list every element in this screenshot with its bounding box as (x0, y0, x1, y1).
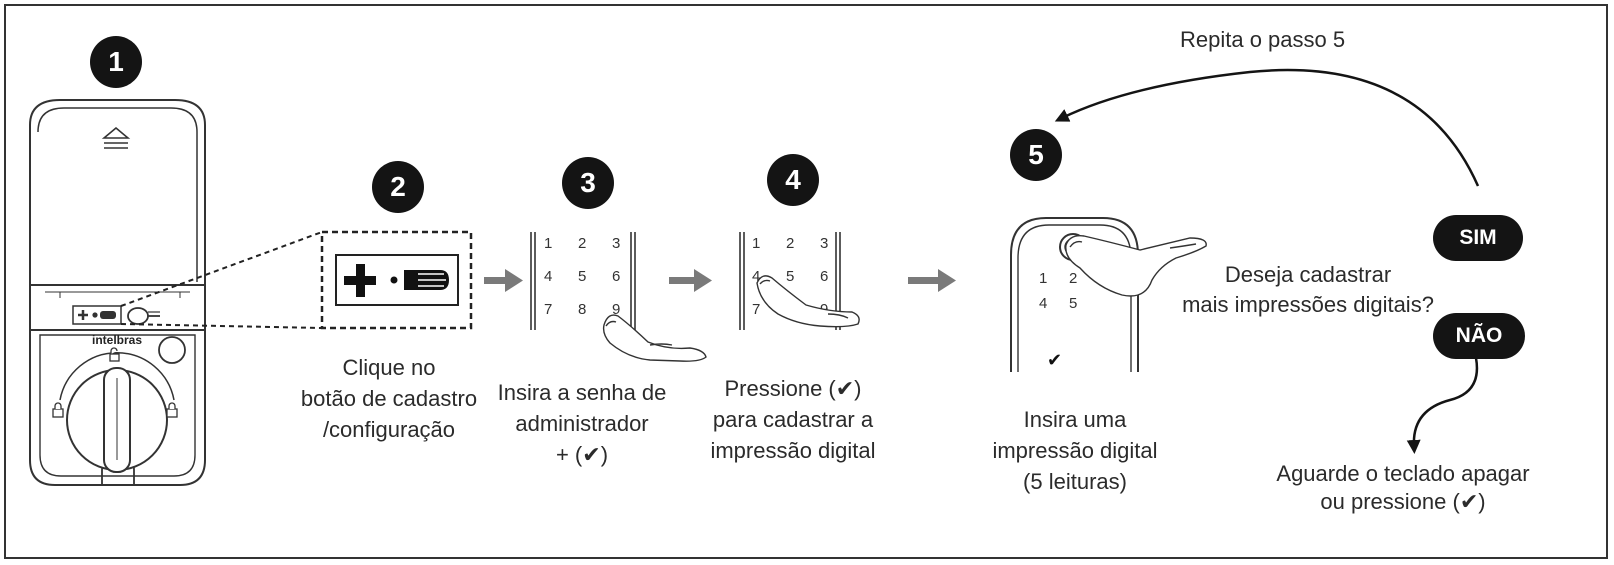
finger-icon (756, 275, 860, 328)
question-line: mais impressões digitais? (1182, 292, 1434, 317)
caption-line: Insira a senha de (497, 380, 667, 405)
caption-line: + (✔) (555, 442, 609, 467)
step-2-caption: Clique no botão de cadastro /configuraçã… (301, 352, 477, 445)
step-4-caption: Pressione (✔) para cadastrar a impressão… (710, 373, 875, 466)
keypad-key-6: 6 (820, 268, 828, 285)
keypad-key-5: 5 (786, 268, 794, 285)
eject-icon (101, 126, 131, 149)
yes-badge: SIM (1433, 215, 1523, 261)
final-line: ou pressione (✔) (1320, 489, 1486, 514)
keypad-key-2: 2 (1069, 270, 1077, 287)
door-lock-device (29, 99, 206, 486)
checkmark-icon: ✔ (1047, 350, 1062, 371)
caption-line: /configuração (322, 417, 456, 442)
arrow-right-icon (484, 269, 523, 292)
caption-line: Clique no (342, 355, 436, 380)
arrow-right-icon (669, 269, 712, 292)
keypad-key-2: 2 (578, 235, 586, 252)
caption-line: botão de cadastro (300, 386, 478, 411)
step-5-badge: 5 (1010, 129, 1062, 181)
step-2-badge: 2 (372, 161, 424, 213)
step-4-badge: 4 (767, 154, 819, 206)
keypad-key-1: 1 (544, 235, 552, 252)
keypad-key-3: 3 (820, 235, 828, 252)
keypad-key-2: 2 (786, 235, 794, 252)
keypad-key-8: 8 (578, 301, 586, 318)
caption-line: impressão digital (710, 438, 876, 463)
caption-line: para cadastrar a (712, 407, 874, 432)
caption-line: Insira uma (1023, 407, 1127, 432)
zoom-callout-lines (120, 231, 323, 329)
step-3-badge: 3 (562, 157, 614, 209)
caption-line: Pressione (✔) (724, 376, 862, 401)
repeat-loop-arrow (1054, 68, 1480, 187)
diagram-frame (4, 4, 1608, 559)
finger-icon (1065, 235, 1207, 297)
no-badge: NÃO (1433, 313, 1525, 359)
keypad-key-1: 1 (1039, 270, 1047, 287)
keypad-key-4: 4 (752, 268, 760, 285)
keypad-key-5: 5 (1069, 295, 1077, 312)
lock-icon (166, 402, 178, 418)
question-line: Deseja cadastrar (1224, 262, 1392, 287)
caption-line: impressão digital (992, 438, 1158, 463)
no-branch-arrow (1406, 357, 1479, 454)
final-line: Aguarde o teclado apagar (1276, 461, 1530, 486)
step-1-badge: 1 (90, 36, 142, 88)
keypad-key-6: 6 (612, 268, 620, 285)
unlock-icon (109, 347, 120, 362)
step-3-caption: Insira a senha de administrador + (✔) (498, 377, 667, 470)
keypad-step-3 (530, 232, 636, 330)
fingerprint-card-icon (390, 270, 449, 290)
keypad-key-9: 9 (612, 301, 620, 318)
lock-icon (52, 402, 64, 418)
keypad-key-1: 1 (752, 235, 760, 252)
repeat-label: Repita o passo 5 (1180, 27, 1346, 52)
final-instruction: Aguarde o teclado apagar ou pressione (✔… (1276, 460, 1529, 516)
question-text: Deseja cadastrar mais impressões digitai… (1182, 260, 1434, 320)
keypad-key-5: 5 (578, 268, 586, 285)
keypad-key-7: 7 (752, 301, 760, 318)
keypad-key-7: 7 (544, 301, 552, 318)
finger-icon (602, 314, 707, 362)
keypad-key-4: 4 (1039, 295, 1047, 312)
register-button-zoom (320, 230, 473, 330)
caption-line: (5 leituras) (1023, 469, 1127, 494)
plus-icon (344, 264, 376, 297)
step-5-caption: Insira uma impressão digital (5 leituras… (992, 404, 1157, 497)
keypad-key-4: 4 (544, 268, 552, 285)
keypad-keys: 1 2 3 4 5 6 7 8 9 (544, 235, 620, 318)
arrow-right-icon (908, 269, 956, 292)
keypad-key-3: 3 (612, 235, 620, 252)
caption-line: administrador (515, 411, 649, 436)
device-brand-logo: intelbras (92, 333, 142, 347)
